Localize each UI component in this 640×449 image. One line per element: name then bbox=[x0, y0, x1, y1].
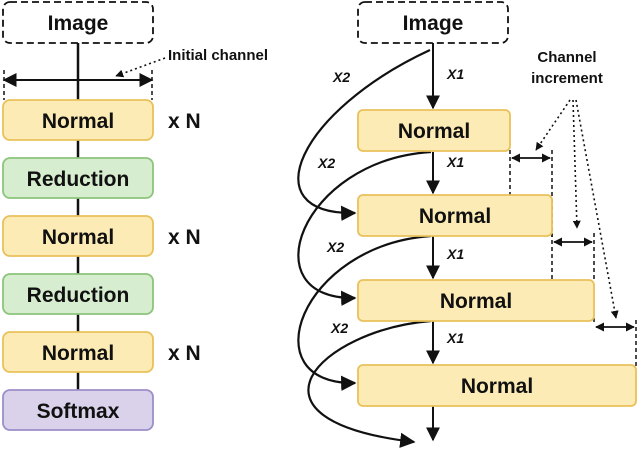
right-block-label: Normal bbox=[398, 120, 470, 143]
right-input-label: Image bbox=[403, 12, 464, 35]
left-block-box bbox=[2, 99, 154, 141]
right-block-normal-2: Normal bbox=[357, 279, 595, 322]
right-block-label: Normal bbox=[440, 290, 512, 313]
left-block-normal: Normal x N bbox=[2, 99, 201, 141]
direct-edge-label-2: X1 bbox=[446, 246, 464, 262]
right-input-box bbox=[357, 1, 509, 44]
left-block-label: Normal bbox=[42, 342, 114, 365]
skip-edge-1 bbox=[297, 150, 432, 306]
skip-edge-label-2: X2 bbox=[326, 239, 344, 255]
right-block-label: Normal bbox=[461, 375, 533, 398]
repeat-label: x N bbox=[168, 226, 201, 249]
left-block-normal: Normal x N bbox=[2, 215, 201, 257]
left-block-reduction: Reduction bbox=[2, 273, 154, 315]
right-panel: Image X1 X1 X1 X1 X2 X2 X2 X2 bbox=[297, 1, 637, 448]
right-block-normal-1: Normal bbox=[357, 194, 553, 237]
increment-pointer-3 bbox=[575, 99, 619, 319]
left-block-box bbox=[2, 331, 154, 373]
right-block-box bbox=[357, 109, 511, 152]
right-block-box bbox=[357, 364, 637, 407]
left-block-box bbox=[2, 273, 154, 315]
direct-edge-label-0: X1 bbox=[446, 66, 464, 82]
skip-edge-0 bbox=[297, 49, 431, 221]
repeat-label: x N bbox=[168, 342, 201, 365]
skip-edge-label-3: X2 bbox=[330, 320, 348, 336]
left-block-box bbox=[2, 157, 154, 199]
right-block-box bbox=[357, 194, 553, 237]
channel-increment-indicators: Channel increment bbox=[509, 49, 637, 366]
skip-edge-label-0: X2 bbox=[332, 69, 350, 85]
right-block-normal-3: Normal bbox=[357, 364, 637, 407]
channel-increment-annotation-line2: increment bbox=[531, 70, 603, 87]
right-block-box bbox=[357, 279, 595, 322]
initial-channel-pointer bbox=[115, 57, 166, 78]
left-block-label: Normal bbox=[42, 226, 114, 249]
increment-pointer-1 bbox=[535, 99, 571, 151]
initial-channel-annotation: Initial channel bbox=[168, 47, 268, 64]
right-block-normal-0: Normal bbox=[357, 109, 511, 152]
skip-edge-3 bbox=[307, 319, 432, 448]
left-block-label: Reduction bbox=[27, 168, 130, 191]
left-block-box bbox=[2, 389, 154, 431]
channel-increment-annotation-line1: Channel bbox=[537, 49, 596, 66]
right-block-label: Normal bbox=[419, 205, 491, 228]
left-block-label: Softmax bbox=[37, 400, 120, 423]
skip-edge-label-1: X2 bbox=[317, 155, 335, 171]
left-block-label: Reduction bbox=[27, 284, 130, 307]
left-block-normal: Normal x N bbox=[2, 331, 201, 373]
direct-edge-label-3: X1 bbox=[446, 330, 464, 346]
left-block-label: Normal bbox=[42, 110, 114, 133]
left-input-box bbox=[2, 1, 154, 44]
left-block-box bbox=[2, 215, 154, 257]
direct-edge-label-1: X1 bbox=[446, 154, 464, 170]
left-block-reduction: Reduction bbox=[2, 157, 154, 199]
repeat-label: x N bbox=[168, 110, 201, 133]
skip-edge-2 bbox=[297, 234, 432, 391]
left-block-softmax: Softmax bbox=[2, 389, 154, 431]
left-input-label: Image bbox=[48, 12, 109, 35]
left-panel: Image Initial channel Normal x N Reduction… bbox=[2, 1, 268, 431]
increment-pointer-2 bbox=[572, 99, 581, 229]
